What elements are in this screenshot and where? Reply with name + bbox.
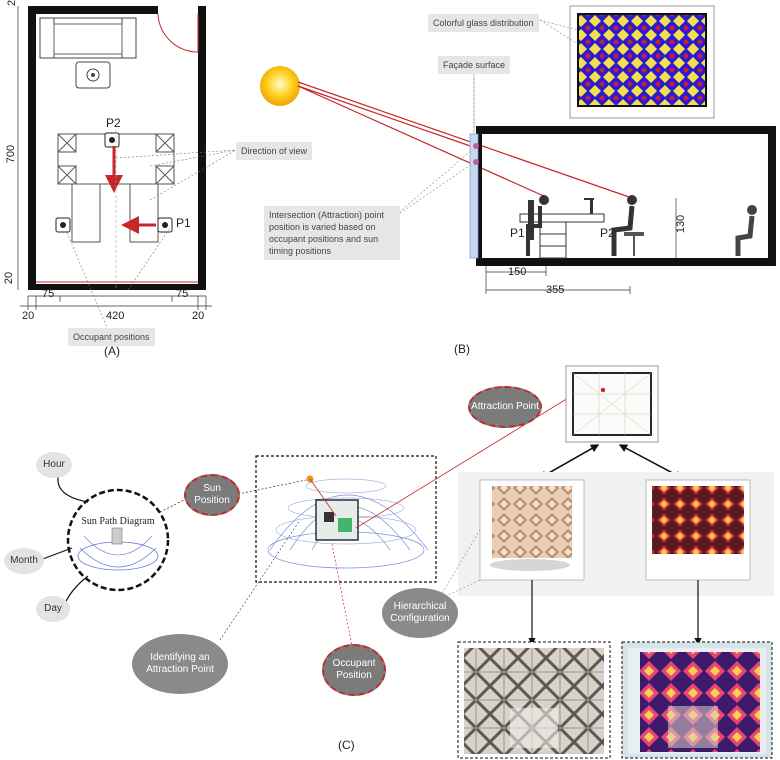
callout-occupant-positions: Occupant positions [68,328,155,346]
section-view [260,5,776,294]
floor-plan [17,6,212,310]
input-day: Day [36,596,70,622]
dim-right-20: 20 [192,310,205,322]
label-p2-plan: P2 [106,116,121,130]
dim-left-75: 75 [42,288,55,300]
label-p2-section: P2 [600,226,615,240]
callout-facade-surface: Façade surface [438,56,511,74]
dim-130: 130 [675,214,688,234]
dim-left-20: 20 [22,310,35,322]
caption-b: (B) [454,342,470,356]
dim-355: 355 [546,284,565,296]
caption-c: (C) [338,738,355,752]
oval-occupant-position: Occupant Position [322,644,386,696]
sun-path-title: Sun Path Diagram [81,516,155,527]
dim-top-20: 20 [6,0,18,6]
oval-hierarchical-configuration: Hierarchical Configuration [382,588,458,638]
dim-bottom-20: 20 [3,271,16,285]
sun-icon [260,66,300,106]
dim-height-700: 700 [5,144,17,164]
caption-a: (A) [104,344,120,358]
callout-intersection: Intersection (Attraction) point position… [264,206,400,260]
dim-150: 150 [508,266,527,278]
dim-width-420: 420 [106,310,125,322]
input-hour: Hour [36,452,72,478]
callout-direction-of-view: Direction of view [236,142,313,160]
dim-right-75: 75 [176,288,189,300]
oval-sun-position: Sun Position [184,474,240,516]
workflow-diagram [39,365,774,759]
label-p1-section: P1 [510,226,525,240]
input-month: Month [4,548,44,574]
oval-attraction-point: Attraction Point [468,386,542,428]
oval-identifying-attraction-point: Identifying an Attraction Point [132,634,228,694]
callout-colorful-glass: Colorful glass distribution [428,14,539,32]
label-p1-plan: P1 [176,216,191,230]
